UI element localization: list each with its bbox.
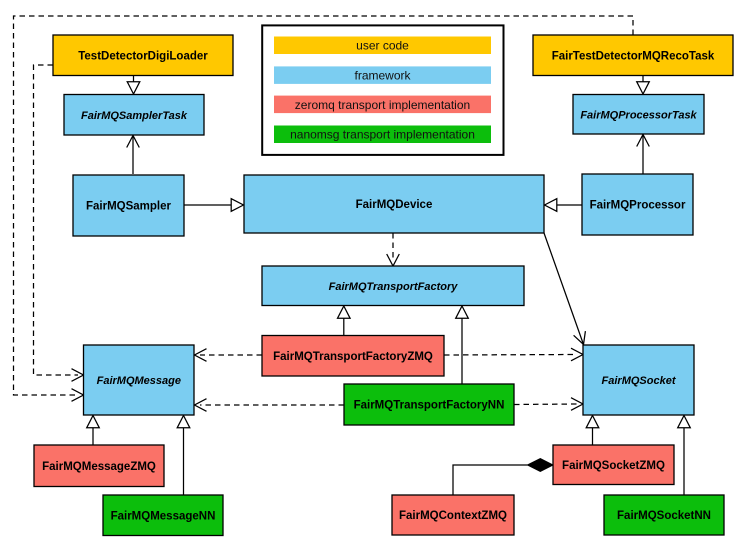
svg-text:FairMQSampler: FairMQSampler [86, 201, 172, 213]
svg-text:FairTestDetectorMQRecoTask: FairTestDetectorMQRecoTask [552, 51, 715, 63]
svg-text:FairMQSocket: FairMQSocket [602, 375, 677, 387]
svg-text:user code: user code [356, 39, 409, 53]
svg-text:FairMQSamplerTask: FairMQSamplerTask [81, 110, 188, 122]
svg-text:FairMQMessageZMQ: FairMQMessageZMQ [42, 461, 156, 473]
svg-text:FairMQTransportFactoryZMQ: FairMQTransportFactoryZMQ [273, 351, 433, 363]
svg-text:FairMQContextZMQ: FairMQContextZMQ [399, 510, 507, 522]
svg-text:FairMQTransportFactory: FairMQTransportFactory [329, 281, 459, 293]
svg-text:FairMQMessageNN: FairMQMessageNN [111, 511, 216, 523]
svg-text:FairMQSocketZMQ: FairMQSocketZMQ [562, 460, 665, 472]
svg-text:FairMQProcessor: FairMQProcessor [590, 200, 686, 212]
svg-text:FairMQDevice: FairMQDevice [356, 199, 433, 211]
svg-text:FairMQProcessorTask: FairMQProcessorTask [580, 110, 697, 122]
svg-text:zeromq transport implementatio: zeromq transport implementation [295, 98, 470, 112]
svg-text:framework: framework [354, 69, 411, 83]
svg-text:FairMQMessage: FairMQMessage [97, 375, 181, 387]
svg-text:FairMQSocketNN: FairMQSocketNN [617, 510, 711, 522]
svg-text:nanomsg transport implementati: nanomsg transport implementation [290, 128, 475, 142]
svg-text:TestDetectorDigiLoader: TestDetectorDigiLoader [78, 51, 208, 63]
svg-text:FairMQTransportFactoryNN: FairMQTransportFactoryNN [354, 400, 505, 412]
